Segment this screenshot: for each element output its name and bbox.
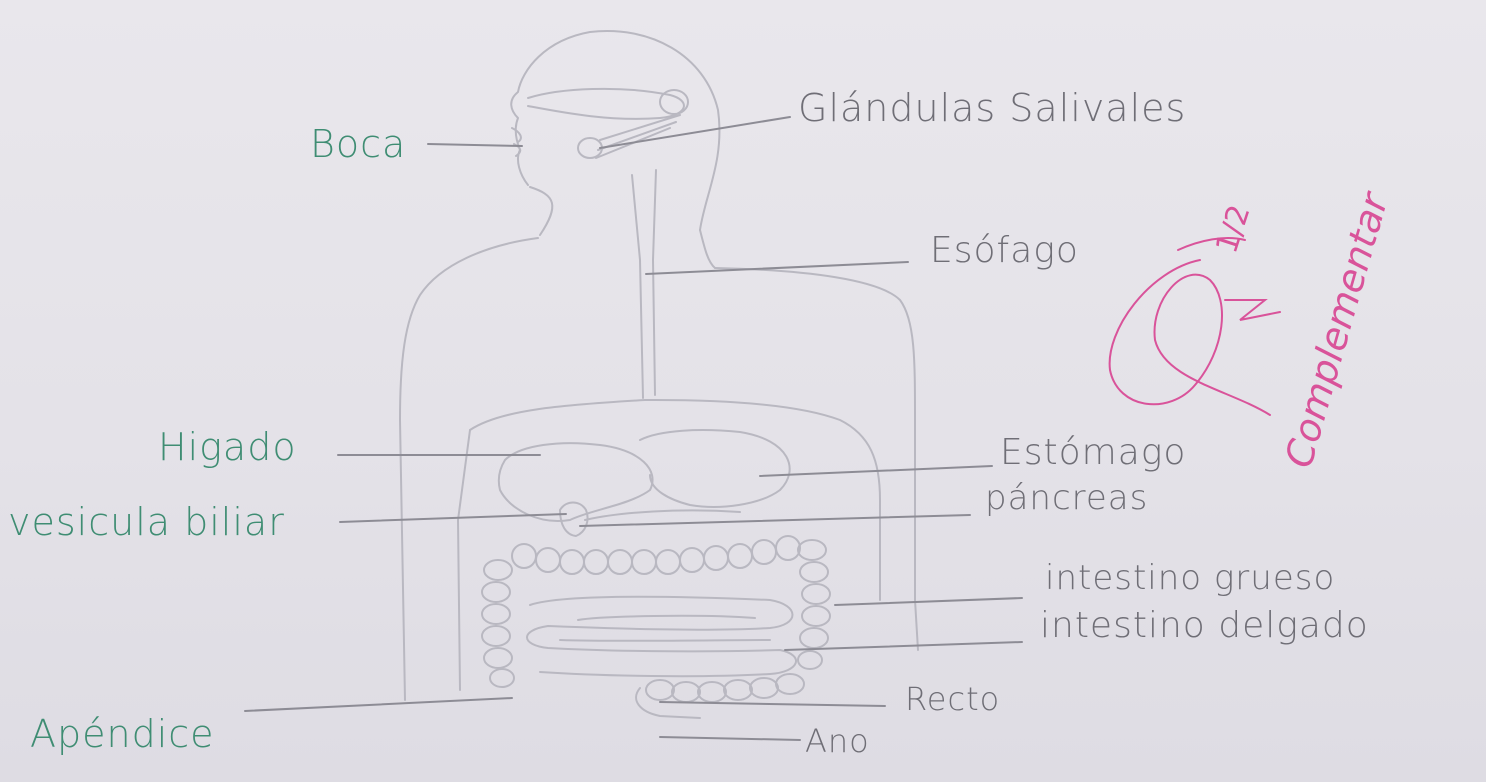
leader-apendice [245, 698, 512, 711]
neck-right [700, 230, 715, 268]
head-outline [511, 31, 719, 230]
large-intestine-ascending [482, 560, 514, 687]
leader-glandulas [600, 117, 790, 148]
abdomen-inner-side [458, 430, 470, 690]
label-estomago: Estómago [1000, 432, 1186, 473]
torso-left [400, 238, 538, 700]
complementar-note: Complementar [1276, 186, 1397, 473]
label-recto: Recto [905, 680, 1000, 718]
label-higado: Higado [158, 425, 297, 469]
label-intestino-delgado: intestino delgado [1040, 605, 1369, 646]
leader-vesicula [340, 514, 566, 522]
leader-esofago [646, 262, 908, 274]
large-intestine-transverse [512, 536, 800, 574]
leader-boca [428, 144, 522, 146]
label-glandulas-salivales: Glándulas Salivales [798, 86, 1186, 130]
torso-right [715, 268, 918, 650]
pancreas-shape [585, 510, 740, 520]
leader-intestino-grueso [835, 598, 1022, 605]
label-boca: Boca [310, 122, 406, 166]
grade-loop-mark [1110, 260, 1270, 415]
leader-ano [660, 737, 800, 740]
grade-squiggle [1225, 300, 1280, 320]
esophagus-right [653, 170, 656, 395]
salivary-gland-lower [578, 138, 602, 158]
label-intestino-grueso: intestino grueso [1045, 558, 1335, 598]
leader-recto [660, 702, 885, 706]
rectum-shape [636, 674, 804, 718]
small-intestine [527, 597, 796, 676]
label-ano: Ano [805, 722, 870, 760]
stomach [640, 430, 790, 507]
label-pancreas: páncreas [985, 478, 1148, 518]
label-vesicula-biliar: vesicula biliar [8, 500, 285, 544]
neck-left [530, 187, 552, 235]
esophagus-left [632, 175, 643, 398]
leader-pancreas [580, 515, 970, 526]
grade-text: 1/2 [1209, 201, 1257, 258]
label-esofago: Esófago [930, 230, 1079, 271]
label-apendice: Apéndice [30, 712, 215, 756]
